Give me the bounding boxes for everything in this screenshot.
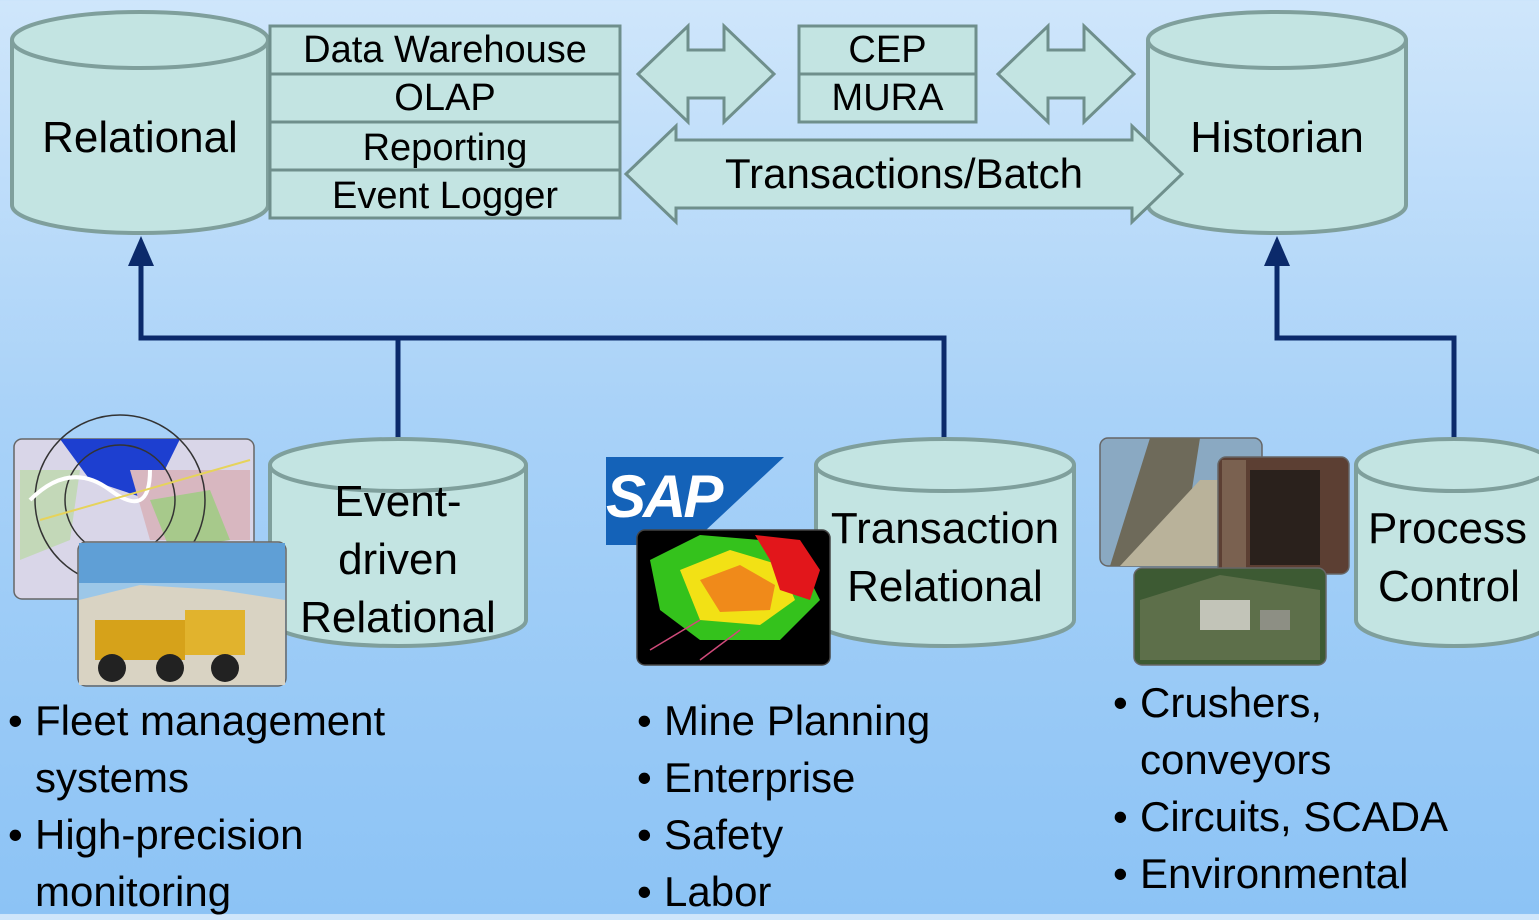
list-item: Crushers, conveyors: [1113, 674, 1390, 788]
event-driven-line-2: driven: [338, 535, 458, 584]
stack-item-event-logger: Event Logger: [331, 175, 559, 217]
stack-item-reporting: Reporting: [362, 127, 528, 169]
list-item: Mine Planning: [637, 692, 1017, 749]
arrowhead-historian: [1264, 236, 1290, 266]
transactions-batch-arrow: [623, 122, 1185, 226]
list-item: Circuits, SCADA: [1113, 788, 1513, 845]
relational-cylinder: [10, 10, 270, 235]
list-item: High-precision monitoring: [8, 806, 478, 920]
transaction-line-1: Transaction: [830, 504, 1060, 553]
stack-item-olap: OLAP: [394, 77, 496, 119]
relational-label: Relational: [42, 113, 238, 162]
event-driven-line-1: Event-: [334, 477, 462, 526]
double-arrow-left: [635, 22, 777, 126]
list-item: Fleet management systems: [8, 692, 478, 806]
historian-cylinder: [1146, 10, 1408, 235]
cep-stack: [797, 24, 978, 124]
process-control-cylinder: [1354, 437, 1539, 648]
list-item: Labor: [637, 863, 1017, 920]
event-driven-label: Event- driven Relational: [270, 475, 526, 645]
historian-label: Historian: [1190, 113, 1364, 162]
list-item: Safety: [637, 806, 1017, 863]
arrowhead-relational: [128, 236, 154, 266]
process-control-label: Process Control: [1356, 500, 1539, 616]
plant-aerial-image: [1133, 567, 1327, 666]
process-bullets: Crushers, conveyors Circuits, SCADA Envi…: [1113, 674, 1513, 902]
mine-plan-heatmap: [636, 529, 831, 666]
process-control-line-1: Process: [1368, 504, 1527, 553]
mura-label: MURA: [831, 77, 944, 119]
transaction-line-2: Relational: [847, 562, 1043, 611]
transaction-cylinder: [814, 437, 1076, 648]
stack-item-data-warehouse: Data Warehouse: [303, 29, 587, 71]
mining-truck-image: [77, 541, 287, 687]
fleet-bullets: Fleet management systems High-precision …: [8, 692, 478, 920]
process-control-line-2: Control: [1378, 562, 1520, 611]
transaction-label: Transaction Relational: [816, 500, 1074, 616]
connector-historian: [1274, 262, 1457, 440]
event-driven-line-3: Relational: [300, 593, 496, 642]
transaction-bullets: Mine Planning Enterprise Safety Labor: [637, 692, 1017, 920]
sap-logo-text: SAP: [606, 463, 723, 530]
event-driven-cylinder: [268, 437, 528, 648]
cep-label: CEP: [848, 29, 927, 71]
connector-relational: [138, 262, 947, 440]
double-arrow-right: [995, 22, 1137, 126]
transactions-batch-label: Transactions/Batch: [725, 150, 1083, 197]
crusher-image: [1217, 456, 1350, 575]
list-item: Enterprise: [637, 749, 1017, 806]
list-item: Environmental: [1113, 845, 1513, 902]
analytics-stack: [268, 24, 622, 220]
sap-logo: [606, 457, 784, 545]
